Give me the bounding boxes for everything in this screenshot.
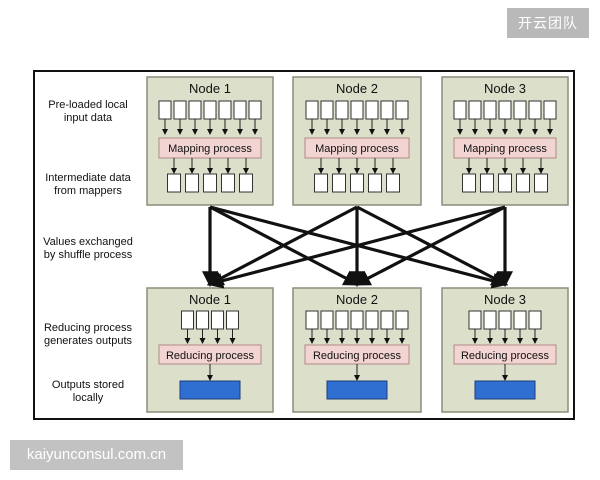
input-data-block bbox=[380, 100, 394, 120]
input-data-block bbox=[513, 100, 527, 120]
watermark-top: 开云团队 bbox=[507, 8, 589, 38]
row-label-reducing-1: Reducing process bbox=[44, 322, 133, 334]
row-label-shuffle-1: Values exchanged bbox=[43, 236, 133, 248]
input-data-block bbox=[188, 100, 202, 120]
reduce-input-block bbox=[350, 310, 364, 330]
reduce-input-block bbox=[365, 310, 379, 330]
map-node-2: Node 2 Mapping process bbox=[292, 76, 422, 206]
intermediate-data-block bbox=[167, 173, 181, 193]
mapping-process-label: Mapping process bbox=[315, 143, 399, 155]
input-data-block bbox=[468, 100, 482, 120]
intermediate-data-block bbox=[332, 173, 346, 193]
intermediate-data-block bbox=[386, 173, 400, 193]
input-data-block bbox=[158, 100, 172, 120]
reduce-input-block bbox=[226, 310, 239, 330]
input-data-block bbox=[173, 100, 187, 120]
reduce-input-block bbox=[395, 310, 409, 330]
row-label-outputs-2: locally bbox=[73, 392, 104, 404]
input-data-block bbox=[203, 100, 217, 120]
intermediate-data-block bbox=[185, 173, 199, 193]
reduce-nodes: Node 1 Reducing process Node 2 Reducing pro… bbox=[146, 287, 569, 413]
row-label-input-1: Pre-loaded local bbox=[48, 99, 128, 111]
map-node-title: Node 1 bbox=[189, 81, 231, 96]
row-label-intermediate-1: Intermediate data bbox=[45, 172, 131, 184]
input-data-block bbox=[320, 100, 334, 120]
input-data-block bbox=[365, 100, 379, 120]
reduce-node-1: Node 1 Reducing process bbox=[146, 287, 274, 413]
map-node-3: Node 3 Mapping process bbox=[441, 76, 569, 206]
reduce-input-block bbox=[380, 310, 394, 330]
intermediate-data-block bbox=[534, 173, 548, 193]
input-data-block bbox=[395, 100, 409, 120]
input-data-block bbox=[218, 100, 232, 120]
shuffle-arrow-3-to-1 bbox=[206, 205, 506, 289]
map-node-1: Node 1 Mapping process bbox=[146, 76, 274, 206]
reduce-node-3: Node 3 Reducing process bbox=[441, 287, 569, 413]
row-label-input-2: input data bbox=[64, 112, 113, 124]
row-label-reducing-2: generates outputs bbox=[44, 335, 133, 347]
intermediate-data-block bbox=[462, 173, 476, 193]
intermediate-data-block bbox=[221, 173, 235, 193]
intermediate-data-block bbox=[314, 173, 328, 193]
output-storage-block bbox=[326, 380, 388, 400]
reducing-process-label: Reducing process bbox=[166, 350, 255, 362]
reduce-input-block bbox=[196, 310, 209, 330]
row-labels: Pre-loaded local input data Intermediate… bbox=[43, 99, 133, 404]
input-data-block bbox=[498, 100, 512, 120]
reduce-input-block bbox=[211, 310, 224, 330]
reduce-node-title: Node 3 bbox=[484, 292, 526, 307]
output-storage-block bbox=[474, 380, 536, 400]
input-data-block bbox=[248, 100, 262, 120]
reduce-input-block bbox=[320, 310, 334, 330]
reduce-node-title: Node 2 bbox=[336, 292, 378, 307]
mapping-process-label: Mapping process bbox=[168, 143, 252, 155]
row-label-intermediate-2: from mappers bbox=[54, 185, 122, 197]
reduce-input-block bbox=[335, 310, 349, 330]
map-nodes: Node 1 Mapping process Node 2 Mapping proce… bbox=[146, 76, 569, 206]
intermediate-data-block bbox=[368, 173, 382, 193]
output-storage-block bbox=[179, 380, 241, 400]
reduce-input-block bbox=[305, 310, 319, 330]
input-data-block bbox=[528, 100, 542, 120]
row-label-shuffle-2: by shuffle process bbox=[44, 249, 133, 261]
reduce-node-2: Node 2 Reducing process bbox=[292, 287, 422, 413]
reduce-input-block bbox=[528, 310, 542, 330]
input-data-block bbox=[305, 100, 319, 120]
reducing-process-label: Reducing process bbox=[313, 350, 402, 362]
map-node-title: Node 2 bbox=[336, 81, 378, 96]
input-data-block bbox=[233, 100, 247, 120]
reduce-input-block bbox=[181, 310, 194, 330]
intermediate-data-block bbox=[498, 173, 512, 193]
map-node-title: Node 3 bbox=[484, 81, 526, 96]
intermediate-data-block bbox=[203, 173, 217, 193]
reduce-input-block bbox=[498, 310, 512, 330]
row-label-outputs-1: Outputs stored bbox=[52, 379, 124, 391]
shuffle-arrows bbox=[202, 205, 513, 289]
shuffle-arrow-2-to-1 bbox=[207, 205, 358, 286]
reduce-input-block bbox=[483, 310, 497, 330]
reduce-input-block bbox=[468, 310, 482, 330]
mapping-process-label: Mapping process bbox=[463, 143, 547, 155]
intermediate-data-block bbox=[350, 173, 364, 193]
input-data-block bbox=[483, 100, 497, 120]
intermediate-data-block bbox=[480, 173, 494, 193]
intermediate-data-block bbox=[516, 173, 530, 193]
shuffle-arrow-3-to-2 bbox=[354, 205, 506, 286]
watermark-bottom: kaiyunconsul.com.cn bbox=[10, 440, 183, 470]
intermediate-data-block bbox=[239, 173, 253, 193]
input-data-block bbox=[453, 100, 467, 120]
reduce-input-block bbox=[513, 310, 527, 330]
input-data-block bbox=[543, 100, 557, 120]
reducing-process-label: Reducing process bbox=[461, 350, 550, 362]
reduce-node-title: Node 1 bbox=[189, 292, 231, 307]
input-data-block bbox=[350, 100, 364, 120]
input-data-block bbox=[335, 100, 349, 120]
